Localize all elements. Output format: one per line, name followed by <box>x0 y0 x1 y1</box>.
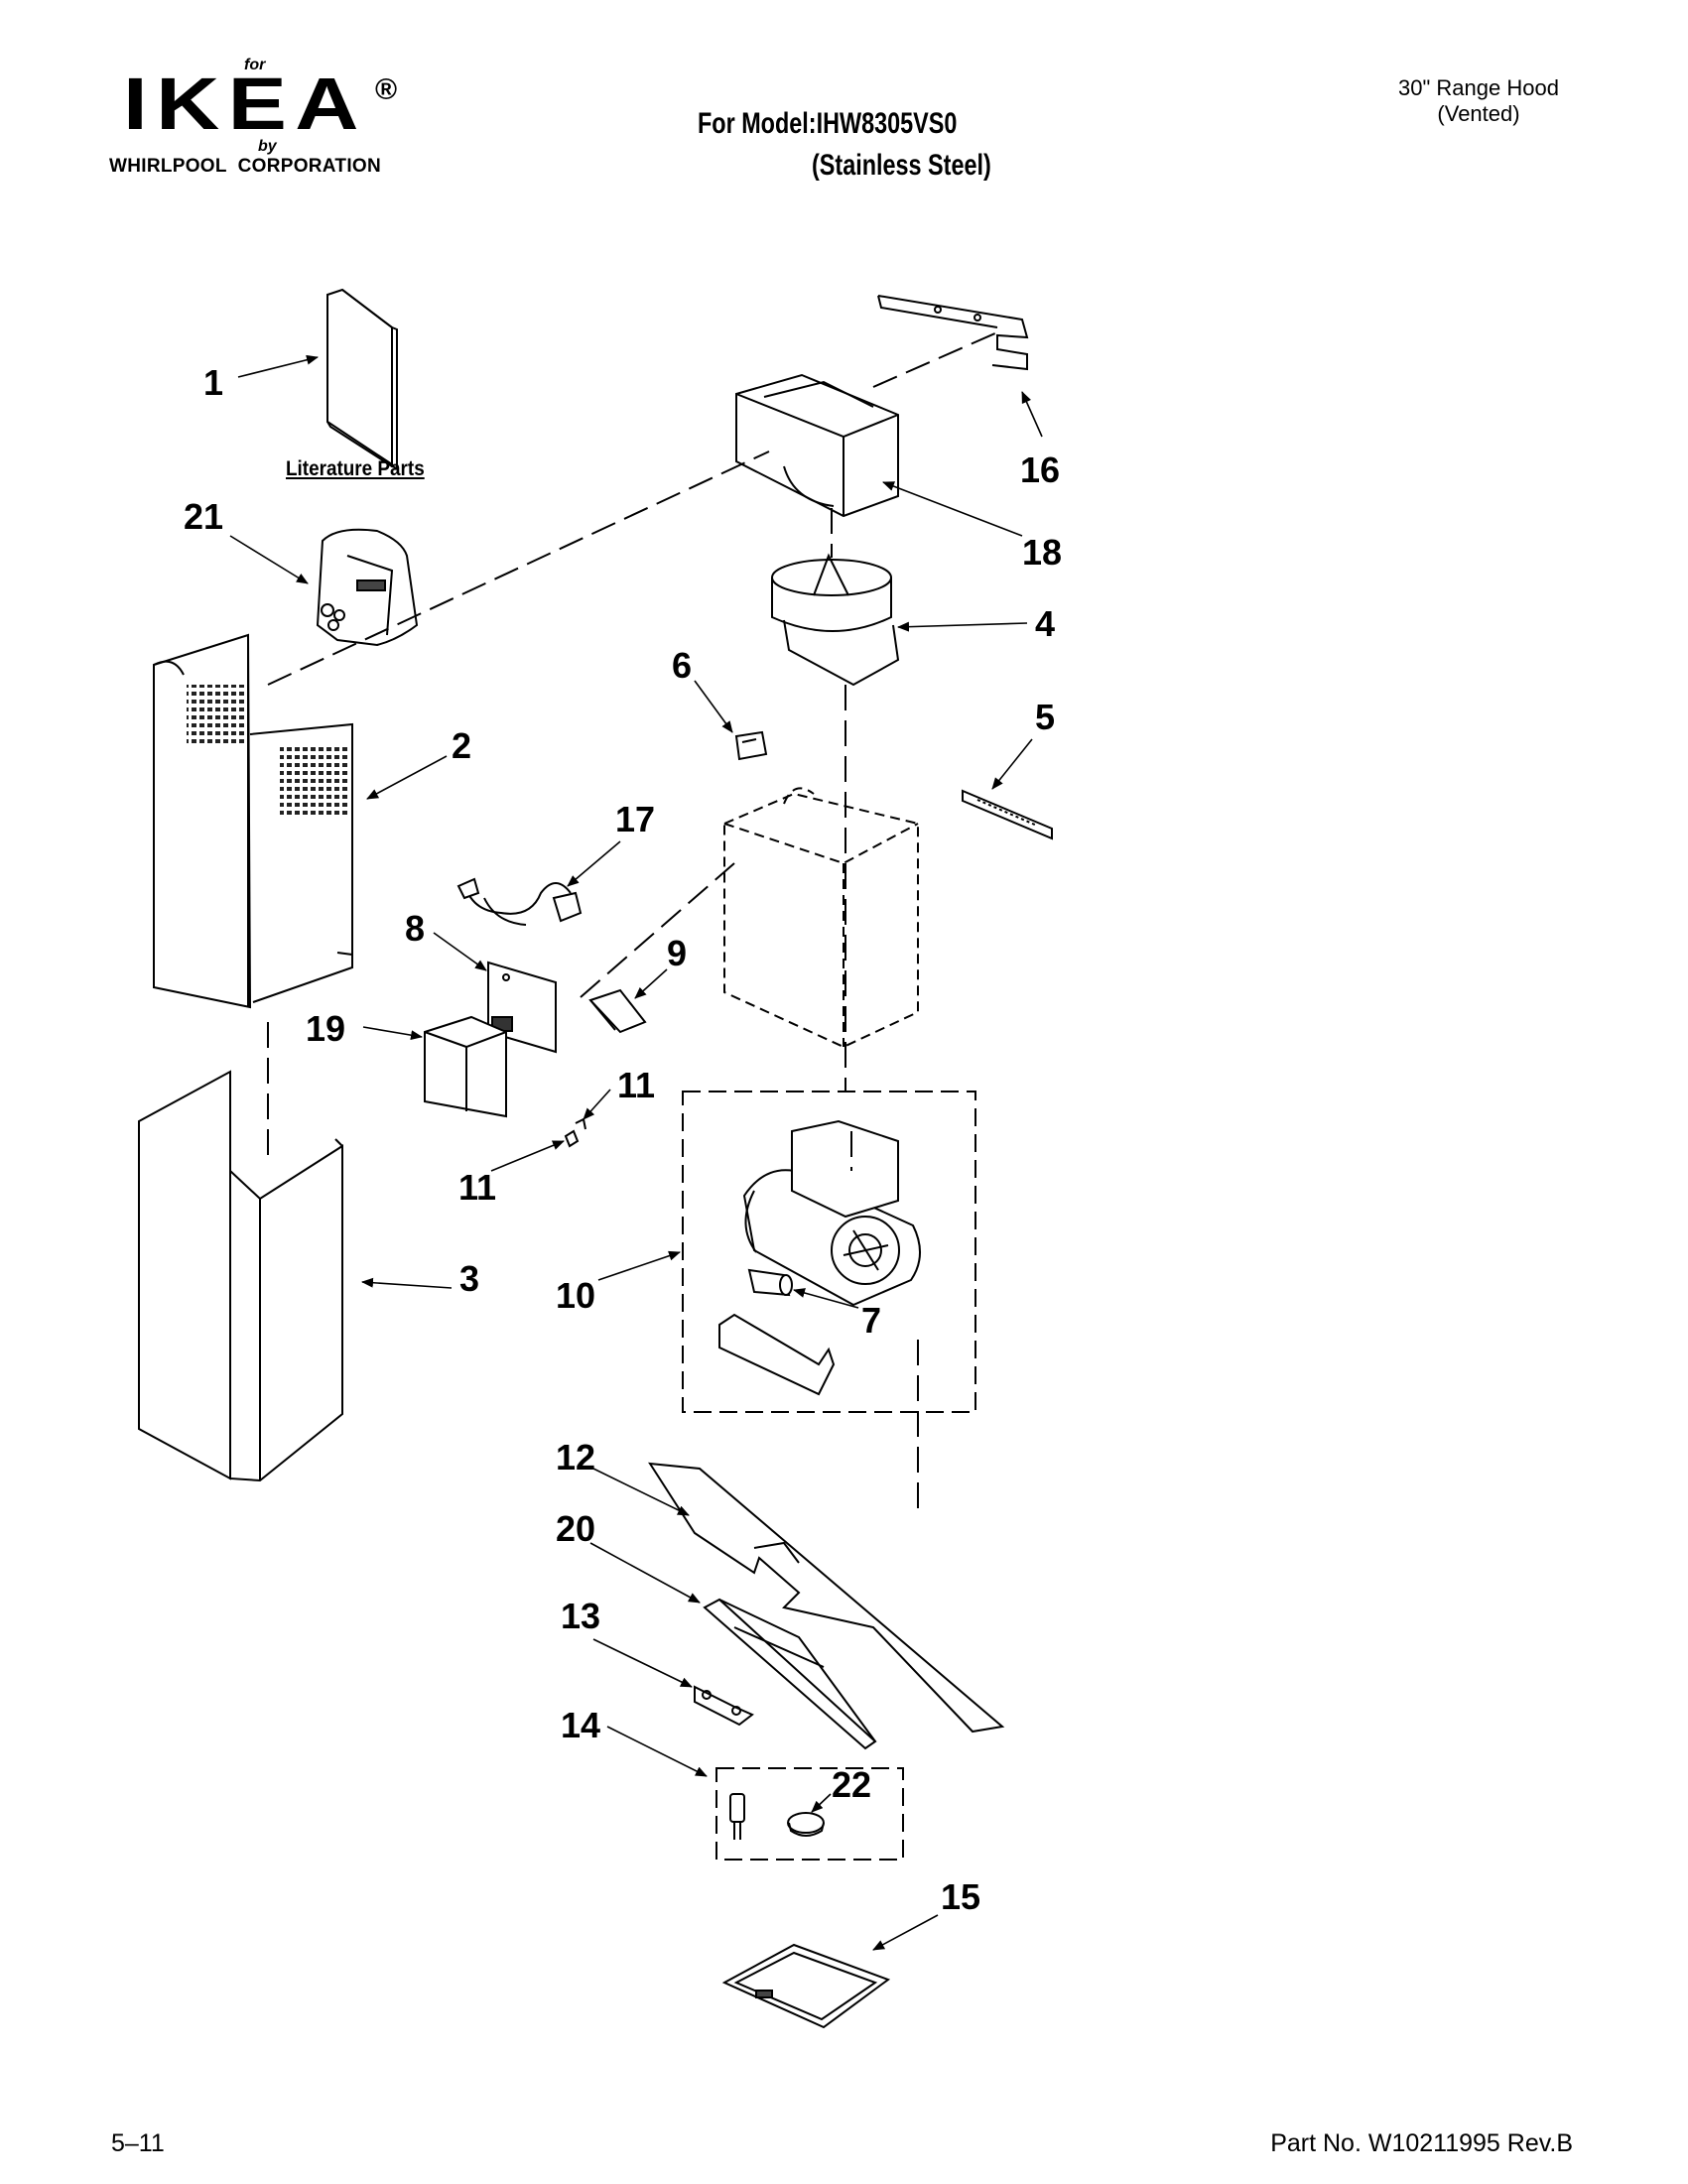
callout-21: 21 <box>184 496 224 537</box>
part-blower <box>742 1119 921 1307</box>
callout-8: 8 <box>405 908 426 949</box>
leader-11b <box>490 1140 565 1172</box>
part-blower-group <box>682 1091 976 1413</box>
callout-20: 20 <box>556 1508 596 1549</box>
callout-13: 13 <box>561 1596 601 1636</box>
leader-13 <box>592 1638 693 1688</box>
product-type: 30" Range Hood (Vented) <box>1350 75 1608 127</box>
leader-2 <box>366 755 448 800</box>
part-lamp-socket <box>694 1685 754 1727</box>
logo-registered-mark: ® <box>375 73 398 106</box>
callout-5: 5 <box>1035 697 1056 737</box>
part-lower-chimney <box>138 1070 343 1482</box>
logo-by-text: by <box>258 138 277 155</box>
leader-5 <box>991 738 1033 790</box>
callout-16: 16 <box>1020 450 1061 490</box>
page-number: 5–11 <box>111 2129 165 2157</box>
callout-22: 22 <box>832 1764 872 1805</box>
callout-11-upper: 11 <box>617 1065 656 1105</box>
leader-22 <box>811 1793 832 1813</box>
part-halogen-bulb <box>729 1793 745 1840</box>
product-type-line1: 30" Range Hood <box>1398 75 1559 100</box>
callout-4: 4 <box>1035 603 1056 644</box>
leader-6 <box>694 680 733 733</box>
leader-4 <box>897 621 1028 632</box>
leader-8 <box>433 932 487 971</box>
leader-9 <box>634 968 668 999</box>
leader-17 <box>567 840 621 887</box>
callout-11-lower: 11 <box>458 1167 497 1208</box>
part-literature-booklet <box>326 288 398 470</box>
leader-20 <box>589 1542 701 1604</box>
model-finish: (Stainless Steel) <box>812 149 991 182</box>
part-mounting-bracket <box>877 295 1029 371</box>
part-switch <box>588 988 647 1034</box>
callout-19: 19 <box>306 1008 346 1049</box>
product-type-line2: (Vented) <box>1437 101 1520 126</box>
leader-10 <box>597 1250 681 1281</box>
leader-7 <box>793 1288 859 1309</box>
logo-corporation-text: WHIRLPOOL CORPORATION <box>109 156 382 177</box>
leader-14 <box>606 1726 708 1777</box>
part-upper-chimney <box>153 633 353 1009</box>
leader-arrows <box>229 354 1043 1951</box>
part-wire-harness <box>456 877 583 926</box>
part-grease-filter <box>721 1943 891 2029</box>
part-blower-bracket <box>718 1313 836 1396</box>
leader-19 <box>362 1026 423 1041</box>
callout-7: 7 <box>861 1300 882 1341</box>
callout-6: 6 <box>672 645 693 686</box>
part-motor-frame <box>723 787 919 1049</box>
leader-18 <box>882 481 1023 537</box>
callout-17: 17 <box>615 799 656 839</box>
part-bottom-panel <box>648 1462 1005 1734</box>
logo-ikea-text: IKEA <box>123 63 367 145</box>
part-capacitor <box>747 1268 793 1297</box>
model-number: For Model:IHW8305VS0 <box>698 107 958 140</box>
callout-1: 1 <box>203 362 224 403</box>
leader-3 <box>361 1277 453 1289</box>
callout-2: 2 <box>452 725 472 766</box>
callout-9: 9 <box>667 933 688 973</box>
leader-21 <box>229 535 309 584</box>
callout-14: 14 <box>561 1705 601 1745</box>
leader-16 <box>1021 391 1043 438</box>
part-screws <box>564 1117 586 1148</box>
leader-15 <box>872 1914 939 1951</box>
leader-1 <box>237 354 319 378</box>
part-light-lens-frame <box>703 1598 877 1750</box>
part-control-board <box>487 961 557 1054</box>
part-damper-transition <box>771 553 900 687</box>
callout-12: 12 <box>556 1437 596 1477</box>
leader-12 <box>592 1468 690 1516</box>
logo-for-text: for <box>244 57 266 73</box>
callout-15: 15 <box>941 1876 981 1917</box>
part-light-kit-group <box>715 1767 904 1861</box>
part-bulb-holder <box>787 1812 825 1837</box>
part-duct-housing <box>735 373 899 518</box>
literature-parts-label: Literature Parts <box>286 457 425 480</box>
brand-logo: for IKEA ® by WHIRLPOOL CORPORATION <box>109 58 417 187</box>
callout-18: 18 <box>1022 532 1063 573</box>
assembly-dash-lines <box>267 331 998 1513</box>
part-number: Part No. W10211995 Rev.B <box>1270 2129 1573 2157</box>
callout-10: 10 <box>556 1275 596 1316</box>
part-manual-bag <box>316 528 419 647</box>
part-switch-clip <box>734 730 768 761</box>
leader-11a <box>583 1089 611 1120</box>
part-control-housing <box>424 1015 507 1118</box>
callout-3: 3 <box>459 1258 480 1299</box>
part-trim-strip <box>962 789 1053 840</box>
